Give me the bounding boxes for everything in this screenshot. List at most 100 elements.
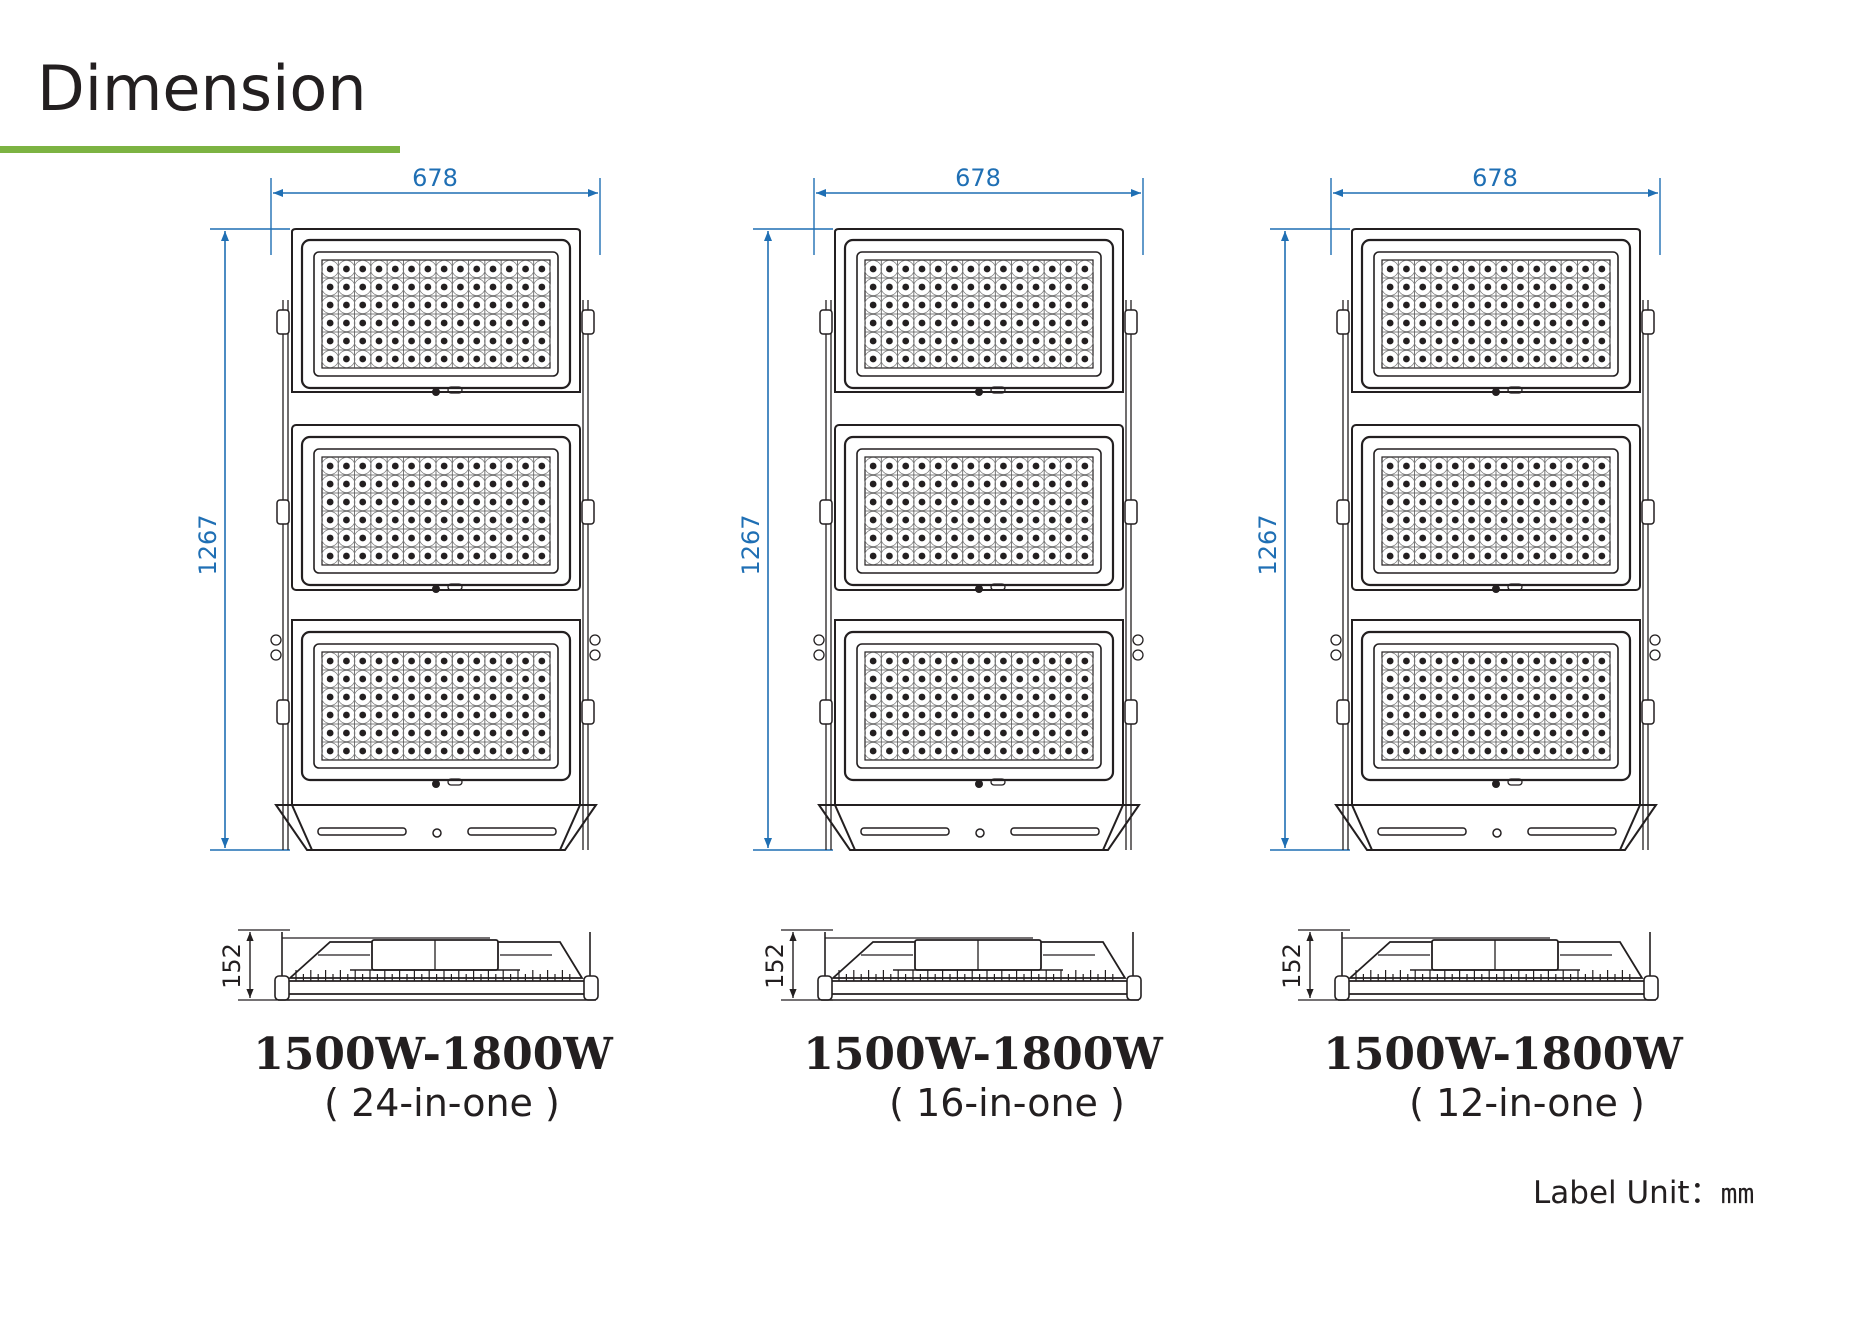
led-lens [1511,724,1530,742]
led-lens [945,314,964,332]
led-chip [1032,729,1040,737]
led-chip [359,355,367,363]
led-chip [326,534,334,542]
led-lens [451,260,470,278]
led-module [843,630,1115,788]
led-lens [1043,547,1062,565]
led-chip [967,265,975,273]
led-lens [386,314,405,332]
led-lens [402,742,421,760]
led-lens [962,706,980,724]
led-chip [489,337,497,345]
led-chip [1598,675,1606,683]
led-lens [945,278,964,296]
led-lens [1430,547,1448,565]
led-lens [1059,314,1078,332]
led-chip [1468,265,1475,273]
led-lens [994,475,1013,493]
led-lens [1462,296,1481,314]
led-lens [1446,529,1465,547]
led-lens [1495,260,1513,278]
led-lens [1413,296,1432,314]
led-chip [1500,534,1508,542]
led-chip [1582,355,1589,363]
led-chip [424,301,432,309]
led-chip [424,355,432,363]
led-lens [1511,547,1530,565]
led-chip [886,729,893,737]
led-chip [886,355,893,363]
lens-frame [856,448,1102,574]
led-chip [326,498,334,506]
led-chip [1016,516,1024,524]
led-lens [402,511,421,529]
led-lens [1076,670,1094,688]
led-lens [1576,511,1595,529]
led-lens [1397,332,1416,350]
led-lens [435,457,453,475]
led-chip [967,480,975,488]
width-dimension-label: 678 [1472,164,1518,192]
led-chip [457,657,464,665]
led-chip [869,657,877,665]
led-lens [1397,529,1416,547]
led-lens [533,652,551,670]
led-lens [500,529,519,547]
led-lens [1059,260,1078,278]
led-lens [962,547,980,565]
led-chip [1000,711,1007,719]
led-lens [370,260,388,278]
led-chip [1451,693,1459,701]
led-chip [1000,516,1007,524]
led-lens [1527,670,1546,688]
led-lens [1059,742,1078,760]
led-chip [1386,480,1394,488]
led-chip [408,657,415,665]
led-lens [1511,457,1530,475]
led-lens [864,652,882,670]
led-lens [1576,278,1595,296]
led-chip [1065,675,1072,683]
led-chip [1500,552,1508,560]
led-lens [516,493,535,511]
led-chip [1016,283,1024,291]
led-chip [1032,552,1040,560]
led-lens [1010,350,1029,368]
led-chip [326,283,334,291]
led-chip [1517,657,1524,665]
led-lens [945,493,964,511]
led-chip [1484,747,1492,755]
led-chip [1517,283,1524,291]
led-lens [1027,529,1045,547]
led-lens [451,652,470,670]
led-chip [951,729,958,737]
led-lens [337,457,356,475]
led-lens [1027,493,1045,511]
led-lens [1059,457,1078,475]
led-chip [869,534,877,542]
led-chip [359,480,367,488]
knob [581,699,595,725]
vent-slot [317,827,407,836]
led-chip [326,747,334,755]
led-lens [945,742,964,760]
pivot-bolt [1132,649,1144,661]
led-lens [370,688,388,706]
unit-value: mm [1720,1177,1755,1210]
led-chip [1403,319,1410,327]
caption-3: 1500W-1800W ( 12-in-one ) [1293,1030,1713,1126]
led-chip [522,552,529,560]
led-chip [1000,265,1007,273]
led-lens [945,724,964,742]
led-chip [343,552,350,560]
led-chip [983,498,991,506]
led-lens [1495,742,1513,760]
led-chip [505,747,513,755]
led-chip [505,711,513,719]
led-lens [1397,652,1416,670]
led-lens [1593,742,1611,760]
led-lens [353,688,372,706]
led-chip [1032,657,1040,665]
led-lens [353,511,372,529]
led-lens [929,475,948,493]
